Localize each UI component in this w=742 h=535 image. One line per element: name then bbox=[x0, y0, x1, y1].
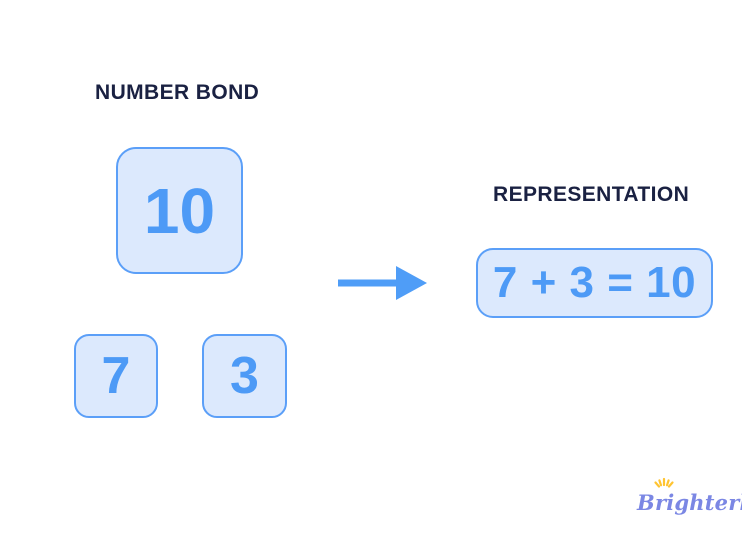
part-number-value-three: 3 bbox=[230, 347, 259, 405]
representation-title: REPRESENTATION bbox=[493, 183, 690, 206]
brighterly-logo: Brighterly bbox=[633, 476, 742, 532]
equation-box: 7 + 3 = 10 bbox=[476, 248, 713, 318]
brighterly-logo-text: Brighterly bbox=[637, 490, 742, 515]
whole-number-value: 10 bbox=[143, 174, 216, 247]
part-number-box-seven: 7 bbox=[74, 334, 158, 418]
right-arrow-icon bbox=[338, 266, 427, 300]
part-number-box-three: 3 bbox=[202, 334, 287, 418]
sun-rays-icon bbox=[654, 477, 674, 488]
number-bond-title: NUMBER BOND bbox=[95, 81, 260, 104]
part-number-value-seven: 7 bbox=[101, 347, 131, 405]
equation-text: 7 + 3 = 10 bbox=[492, 258, 697, 307]
whole-number-box: 10 bbox=[116, 147, 243, 274]
